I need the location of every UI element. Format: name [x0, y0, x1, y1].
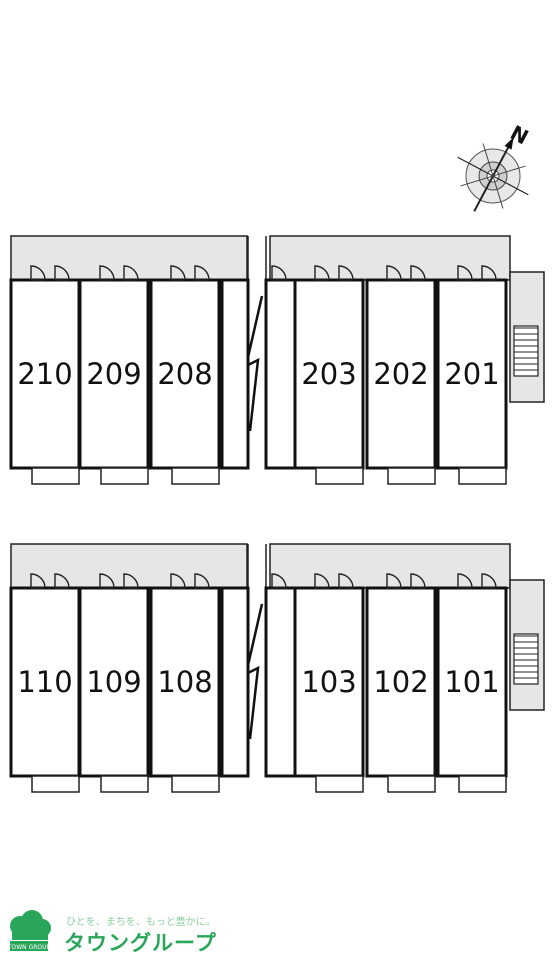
unit-number-label: 101 — [444, 665, 499, 699]
door-swing-icon — [194, 265, 210, 281]
unit-balcony — [31, 467, 80, 485]
corridor-left — [10, 235, 248, 281]
unit-balcony — [171, 467, 220, 485]
logo-text: TOWN GROUP — [7, 944, 51, 951]
unit-number-label: 202 — [373, 357, 428, 391]
building-break-lines — [247, 544, 267, 776]
unit-number-label: 108 — [157, 665, 212, 699]
door-swing-icon — [123, 265, 139, 281]
door-swing-icon — [457, 573, 473, 589]
floor-2-group: 210 209 208 203 202 201 — [9, 235, 545, 485]
door-swing-icon — [170, 573, 186, 589]
door-swing-icon — [386, 573, 402, 589]
unit-balcony — [315, 467, 364, 485]
unit-number-label: 208 — [157, 357, 212, 391]
door-swing-icon — [410, 265, 426, 281]
unit-number-label: 203 — [301, 357, 356, 391]
door-swing-icon — [30, 265, 46, 281]
unit-balcony — [387, 467, 436, 485]
unit-balcony — [387, 775, 436, 793]
door-swing-icon — [457, 265, 473, 281]
building-break-lines — [247, 236, 267, 468]
unit-number-label: 103 — [301, 665, 356, 699]
door-swing-icon — [338, 265, 354, 281]
door-swing-icon — [54, 573, 70, 589]
door-swing-icon — [410, 573, 426, 589]
unit-room — [78, 278, 150, 470]
door-swing-icon — [338, 573, 354, 589]
stairs-icon — [513, 325, 539, 377]
door-swing-icon — [314, 573, 330, 589]
door-swing-icon — [271, 573, 287, 589]
footer-brand-name: タウングループ — [64, 931, 217, 955]
floor-1-group: 110 109 108 103 102 101 — [9, 543, 545, 793]
unit-number-label: 210 — [17, 357, 72, 391]
unit-room — [436, 278, 508, 470]
unit-partial-right — [264, 586, 297, 778]
compass-rose-icon — [457, 137, 529, 212]
unit-room — [436, 586, 508, 778]
door-swing-icon — [481, 573, 497, 589]
unit-partial-left — [220, 278, 250, 470]
unit-balcony — [100, 775, 149, 793]
corridor-right — [269, 543, 511, 589]
door-swing-icon — [30, 573, 46, 589]
unit-number-label: 110 — [17, 665, 72, 699]
unit-number-label: 201 — [444, 357, 499, 391]
door-swing-icon — [271, 265, 287, 281]
door-swing-icon — [123, 573, 139, 589]
unit-partial-left — [220, 586, 250, 778]
unit-room — [149, 278, 221, 470]
break-symbol — [244, 603, 264, 740]
unit-balcony — [458, 467, 507, 485]
unit-partial-right — [264, 278, 297, 470]
unit-balcony — [31, 775, 80, 793]
door-swing-icon — [314, 265, 330, 281]
footer-tagline: ひとを、まちを、もっと豊かに。 — [66, 917, 216, 928]
corridor-right — [269, 235, 511, 281]
stairs-icon — [513, 633, 539, 685]
door-swing-icon — [386, 265, 402, 281]
corridor-left — [10, 543, 248, 589]
door-swing-icon — [99, 265, 115, 281]
unit-number-label: 102 — [373, 665, 428, 699]
door-swing-icon — [194, 573, 210, 589]
unit-balcony — [458, 775, 507, 793]
unit-balcony — [171, 775, 220, 793]
unit-room — [149, 586, 221, 778]
footer: TOWN GROUP ひとを、まちを、もっと豊かに。 タウングループ — [0, 905, 556, 960]
door-swing-icon — [170, 265, 186, 281]
unit-room — [78, 586, 150, 778]
break-symbol — [244, 295, 264, 432]
door-swing-icon — [54, 265, 70, 281]
door-swing-icon — [99, 573, 115, 589]
town-group-logo: TOWN GROUP — [7, 910, 51, 951]
unit-balcony — [100, 467, 149, 485]
door-swing-icon — [481, 265, 497, 281]
unit-balcony — [315, 775, 364, 793]
unit-number-label: 109 — [86, 665, 141, 699]
unit-number-label: 209 — [86, 357, 141, 391]
